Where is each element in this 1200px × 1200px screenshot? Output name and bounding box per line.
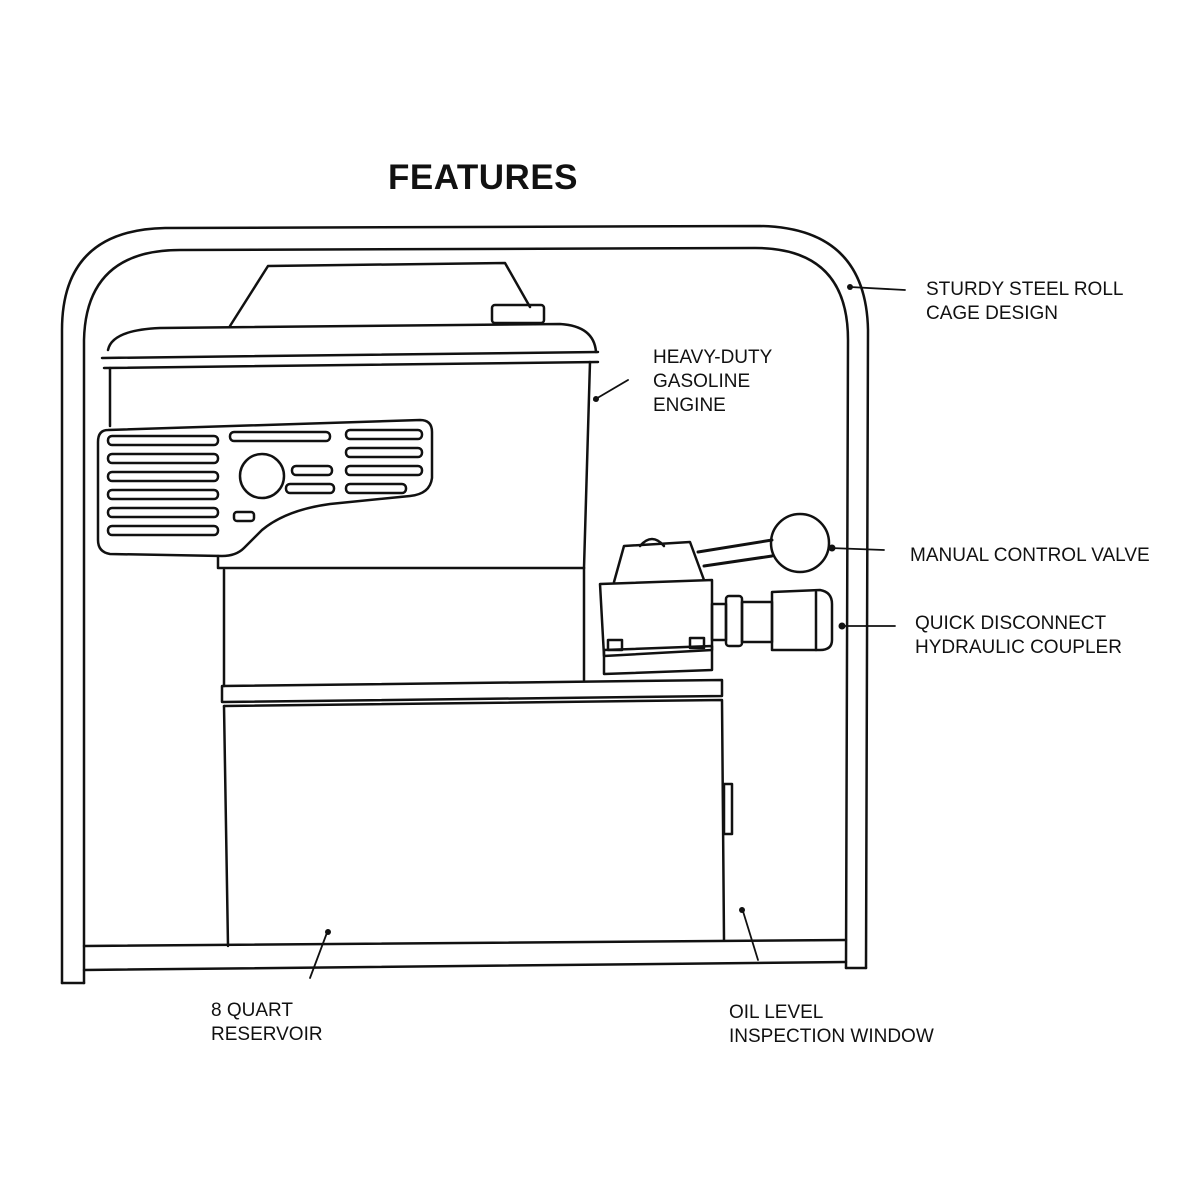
callout-leaders <box>309 286 906 979</box>
oil-window-callout-line1: OIL LEVEL <box>729 1002 824 1023</box>
engine-callout-line1: HEAVY-DUTY <box>653 347 773 368</box>
engine-leader <box>593 379 629 401</box>
hydraulic-coupler <box>710 588 834 652</box>
engine-callout-line2: GASOLINE <box>653 371 751 392</box>
reservoir-callout-line2: RESERVOIR <box>211 1024 323 1045</box>
oil-window-callout-line2: INSPECTION WINDOW <box>729 1026 934 1047</box>
control-valve-callout: MANUAL CONTROL VALVE <box>910 544 1150 568</box>
control-valve-leader <box>829 547 885 551</box>
roll-cage-callout: STURDY STEEL ROLL CAGE DESIGN <box>926 278 1123 326</box>
gasoline-engine <box>96 261 600 688</box>
roll-cage-callout-line2: CAGE DESIGN <box>926 303 1058 324</box>
coupler-callout: QUICK DISCONNECT HYDRAULIC COUPLER <box>915 612 1122 660</box>
roll-cage-leader-dot <box>847 284 853 290</box>
coupler-callout-line1: QUICK DISCONNECT <box>915 613 1107 634</box>
coupler-callout-line2: HYDRAULIC COUPLER <box>915 637 1122 658</box>
oil-window-leader-dot <box>739 907 745 913</box>
reservoir-leader <box>309 929 329 979</box>
reservoir-callout: 8 QUART RESERVOIR <box>211 999 323 1047</box>
roll-cage <box>60 224 870 985</box>
engine-leader-dot <box>593 396 599 402</box>
roll-cage-leader <box>849 286 906 291</box>
engine-callout: HEAVY-DUTY GASOLINE ENGINE <box>653 346 772 418</box>
page-title: FEATURES <box>388 158 579 197</box>
base-frame <box>82 938 848 972</box>
control-valve-callout-line1: MANUAL CONTROL VALVE <box>910 545 1150 566</box>
valve-handle-knob <box>769 512 831 574</box>
coupler-leader-dot <box>838 622 846 630</box>
reservoir-leader-dot <box>325 929 331 935</box>
starter-recoil <box>238 452 286 500</box>
oil-level-window <box>722 782 734 836</box>
roll-cage-callout-line1: STURDY STEEL ROLL <box>926 279 1124 300</box>
pump-valve-assembly <box>598 512 831 676</box>
engine-callout-line3: ENGINE <box>653 395 726 416</box>
reservoir-callout-line1: 8 QUART <box>211 1000 294 1021</box>
oil-window-leader <box>741 907 759 961</box>
oil-reservoir <box>222 698 734 948</box>
control-valve-leader-dot <box>828 544 836 552</box>
mounting-plate <box>220 678 724 704</box>
cooling-grille <box>106 428 424 537</box>
oil-window-callout: OIL LEVEL INSPECTION WINDOW <box>729 1001 934 1049</box>
